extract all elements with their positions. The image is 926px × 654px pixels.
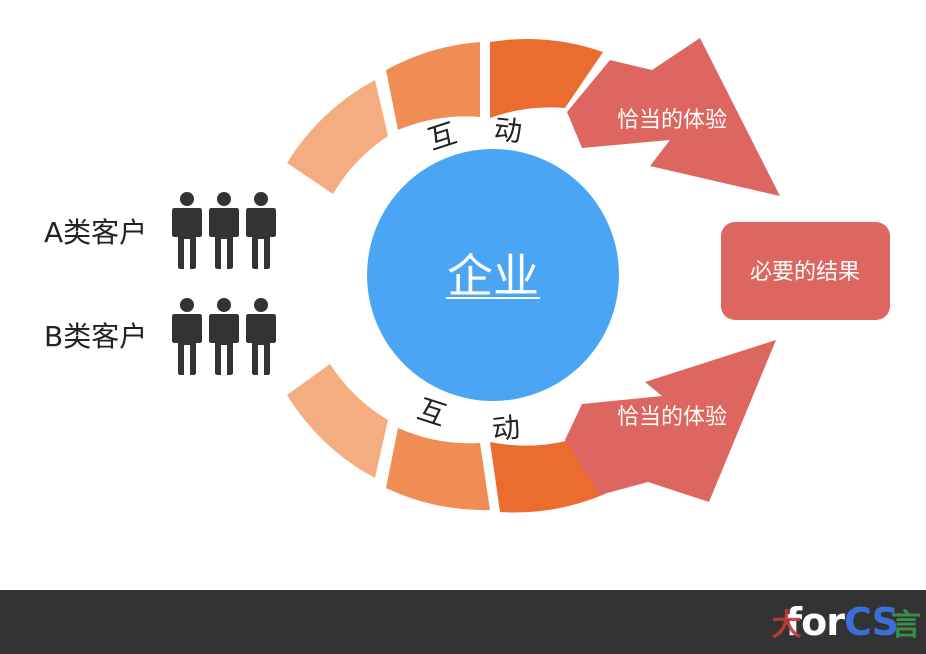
interaction-char-top-1: 互 bbox=[424, 116, 461, 156]
person-icon bbox=[172, 298, 202, 375]
logo-text-suffix: CS bbox=[844, 600, 899, 644]
customer-a-label: A类客户 bbox=[44, 216, 147, 249]
arc-segment-bottom-1 bbox=[287, 364, 388, 478]
experience-label-top: 恰当的体验 bbox=[617, 108, 727, 133]
logo-mark-right: 言 bbox=[891, 608, 921, 643]
logo-mark-left: 大 bbox=[771, 608, 802, 643]
interaction-char-bottom-1: 互 bbox=[413, 392, 450, 432]
arc-segment-top-3 bbox=[490, 39, 603, 118]
interaction-char-bottom-2: 动 bbox=[490, 411, 521, 447]
person-icon bbox=[246, 298, 276, 375]
enterprise-circle bbox=[367, 149, 619, 401]
customer-b-label: B类客户 bbox=[44, 320, 147, 353]
experience-arrow-bottom bbox=[565, 340, 776, 502]
arc-segment-bottom-2 bbox=[386, 428, 490, 511]
result-box bbox=[721, 222, 890, 320]
result-label: 必要的结果 bbox=[750, 260, 860, 285]
interaction-char-top-2: 动 bbox=[492, 113, 523, 149]
person-icon bbox=[172, 192, 202, 269]
person-icon bbox=[246, 192, 276, 269]
experience-label-bottom: 恰当的体验 bbox=[617, 405, 727, 430]
diagram-canvas: 企业 互 动 互 动 恰当的体验 恰当的体验 必要的结果 A类客户 B类客户 bbox=[44, 38, 890, 513]
person-icon bbox=[209, 298, 239, 375]
arc-segment-top-1 bbox=[287, 80, 388, 194]
logo-text-prefix: for bbox=[785, 600, 845, 644]
enterprise-label: 企业 bbox=[447, 249, 539, 303]
arc-segment-top-2 bbox=[386, 42, 480, 130]
experience-arrow-top bbox=[567, 38, 780, 196]
arc-segment-bottom-3 bbox=[490, 440, 605, 513]
person-icon bbox=[209, 192, 239, 269]
